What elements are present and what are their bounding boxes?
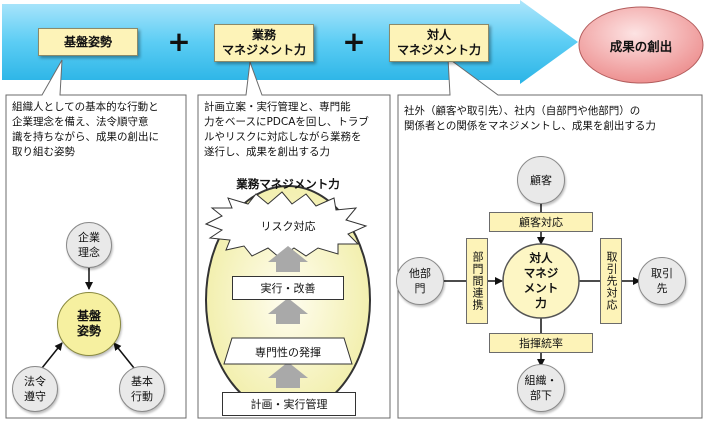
node-organization-subordinates: 組織・ 部下 (517, 364, 565, 412)
step-expertise: 専門性の発揮 (255, 346, 321, 359)
header-box-interpersonal-line2: マネジメント力 (396, 43, 481, 57)
node-corporate-philosophy-line2: 理念 (78, 246, 100, 259)
up-arrow-1 (268, 362, 308, 388)
panel2-desc-line: ルやリスクに対応しながら業務を (204, 131, 362, 143)
interpersonal-center-label: 対人 マネジ メント 力 (506, 251, 576, 311)
header-box-business-line1: 業務 (251, 28, 276, 42)
up-arrow-2 (268, 298, 308, 324)
panel3-description: 社外（顧客や取引先）、社内（自部門や他部門）の 関係者との関係をマネジメントし、… (404, 104, 700, 134)
header-box-interpersonal: 対人 マネジメント力 (389, 24, 489, 62)
node-compliance-line1: 法令 (24, 375, 46, 388)
node-other-department-line1: 他部 (409, 267, 431, 280)
node-business-partner-line1: 取引 (651, 267, 673, 280)
node-organization-line2: 部下 (530, 389, 552, 402)
step-execution-improvement: 実行・改善 (232, 276, 344, 300)
panel2-title: 業務マネジメント力 (236, 177, 340, 191)
node-business-partner: 取引 先 (638, 257, 686, 305)
node-basic-behavior-line2: 行動 (131, 390, 153, 403)
center-line: 対人 (529, 251, 553, 265)
step2-trapezoid (223, 337, 353, 365)
panel3-desc-line: 関係者との関係をマネジメントし、成果を創出する力 (404, 120, 656, 132)
plus-sign-1: + (167, 25, 191, 58)
node-foundation: 基盤 姿勢 (57, 292, 121, 356)
center-line: マネジ (523, 266, 559, 280)
node-business-partner-line2: 先 (656, 282, 668, 295)
arrow-left-to-center (41, 342, 63, 369)
node-compliance: 法令 遵守 (12, 366, 58, 412)
label-leadership: 指揮統率 (489, 333, 593, 353)
header-box-business-line2: マネジメント力 (221, 43, 306, 57)
header-box-business: 業務 マネジメント力 (214, 24, 314, 62)
center-line: 力 (535, 296, 547, 310)
panel2-desc-line: 力をベースにPDCAを回し、トラブ (204, 116, 369, 128)
node-organization-line1: 組織・ (524, 374, 558, 387)
panel1-desc-line: 取り組む姿勢 (12, 146, 75, 158)
panel1-description: 組織人としての基本的な行動と 企業理念を備え、法令順守意 識を持ちながら、成果の… (12, 100, 184, 160)
node-corporate-philosophy-line1: 企業 (78, 231, 100, 244)
label-partner-relations: 取引先対応 (600, 238, 622, 324)
risk-starburst (204, 191, 368, 259)
plus-sign-2: + (342, 25, 366, 58)
arrow-right-to-center (113, 342, 135, 369)
node-basic-behavior-line1: 基本 (131, 375, 153, 388)
panel1-desc-line: 組織人としての基本的な行動と (12, 101, 159, 113)
risk-label: リスク対応 (260, 220, 316, 233)
result-oval (578, 6, 704, 84)
panel2-description: 計画立案・実行管理と、専門能 力をベースにPDCAを回し、トラブ ルやリスクに対… (204, 100, 388, 160)
panel1-desc-line: 企業理念を備え、法令順守意 (12, 116, 149, 128)
panel3-desc-line: 社外（顧客や取引先）、社内（自部門や他部門）の (404, 105, 641, 117)
panel1-desc-line: 識を持ちながら、成果の創出に (12, 131, 159, 143)
interpersonal-center-oval (502, 243, 580, 319)
label-interdepartmental: 部門間連携 (466, 238, 488, 324)
node-basic-behavior: 基本 行動 (119, 366, 165, 412)
panel3-callout (397, 56, 703, 419)
panel2-desc-line: 遂行し、成果を創出する力 (204, 146, 330, 158)
header-box-foundation-label: 基盤姿勢 (63, 34, 112, 49)
node-foundation-line1: 基盤 (76, 309, 101, 323)
node-other-department-line2: 門 (414, 282, 426, 295)
header-box-foundation: 基盤姿勢 (38, 28, 138, 56)
center-line: メント (523, 281, 559, 295)
step-planning-management: 計画・実行管理 (222, 392, 356, 416)
node-foundation-line2: 姿勢 (76, 324, 101, 338)
label-customer-relations: 顧客対応 (489, 212, 593, 232)
node-corporate-philosophy: 企業 理念 (66, 222, 112, 268)
panel2-desc-line: 計画立案・実行管理と、専門能 (204, 101, 351, 113)
up-arrow-3 (268, 246, 308, 272)
node-other-department: 他部 門 (396, 257, 444, 305)
result-label: 成果の創出 (609, 39, 673, 54)
node-customer: 顧客 (517, 156, 565, 204)
header-box-interpersonal-line1: 対人 (426, 28, 451, 42)
node-compliance-line2: 遵守 (24, 390, 46, 403)
